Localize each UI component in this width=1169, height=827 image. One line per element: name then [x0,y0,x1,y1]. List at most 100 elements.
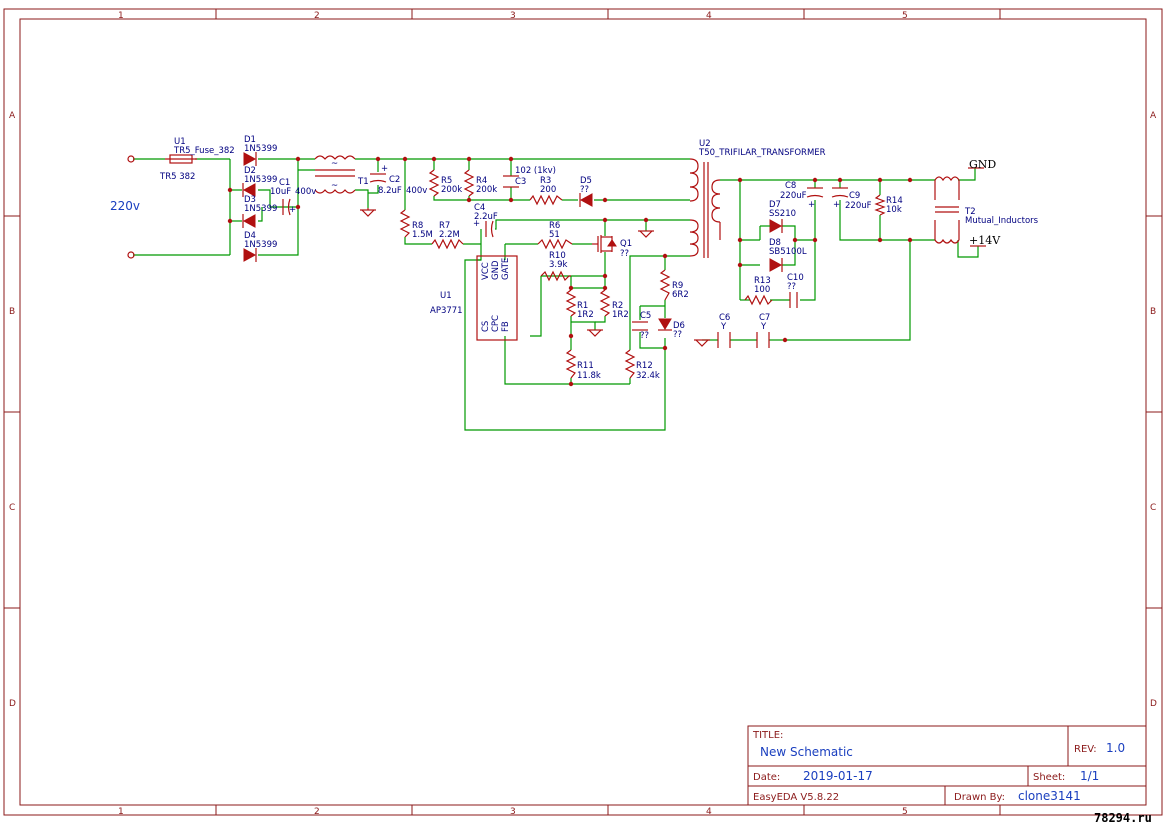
label-d5-val: ?? [580,185,589,195]
label-c1-val1: 10uF [270,187,291,197]
sheet-value: 1/1 [1080,769,1099,783]
label-r5-val: 200k [441,185,462,195]
label-r11-val: 11.8k [577,371,601,381]
label-c9-val: 220uF [845,201,872,211]
resistor-r4 [463,169,475,197]
label-d2: D2 [244,166,256,176]
label-d4-val: 1N5399 [244,240,277,250]
label-c4-val: 2.2uF [474,212,498,222]
label-r1-val: 1R2 [577,310,594,320]
diode-d2 [242,183,256,197]
label-c2: C2 [389,175,400,185]
label-c6-val: Y [720,322,727,332]
label-c10-val: ?? [787,282,796,292]
label-r4: R4 [476,176,487,186]
title-label: TITLE: [752,730,783,741]
zone-row-a: A [9,111,16,121]
capacitor-c9: + [831,187,849,210]
label-u2: U2 [699,139,711,149]
zone-markers: 1 2 3 4 5 1 2 3 4 5 A B C D A B C D [4,9,1162,817]
zone-col-3: 3 [510,11,516,21]
label-c6: C6 [719,313,730,323]
label-r12-val: 32.4k [636,371,660,381]
ic-pin-vcc: VCC [481,262,491,280]
diode-d6 [658,318,672,331]
diode-d8 [769,258,783,272]
zone-col-5-bottom: 5 [902,807,908,817]
label-t2: T2 [964,207,976,217]
label-c7: C7 [759,313,770,323]
label-r5: R5 [441,176,452,186]
capacitor-c1: + [282,198,296,216]
svg-text:+: + [808,200,815,210]
tool-version: EasyEDA V5.8.22 [753,792,839,803]
label-d5: D5 [580,176,592,186]
ic-pin-cpc: CPC [491,315,501,332]
label-r9: R9 [672,281,683,291]
label-d3: D3 [244,195,256,205]
label-r13: R13 [754,276,771,286]
svg-text:+: + [833,200,840,210]
label-220v: 220v [110,199,140,213]
label-r4-val: 200k [476,185,497,195]
zone-row-c-right: C [1150,503,1156,513]
ground-symbol-3 [587,329,603,337]
label-r6: R6 [549,221,560,231]
label-d2-val: 1N5399 [244,175,277,185]
ic-pin-cs: CS [481,321,491,332]
zone-col-2-bottom: 2 [314,807,320,817]
label-c2-val2: 400v [406,186,427,196]
label-d7: D7 [769,200,781,210]
sheet-label: Sheet: [1033,772,1065,783]
label-c10: C10 [787,273,804,283]
ground-symbol-4 [694,339,710,347]
ic-pin-fb: FB [501,321,511,332]
net-label-14v: +14V [969,234,1001,247]
label-d8-val: SB5100L [769,247,807,257]
label-d1: D1 [244,135,256,145]
label-c7-val: Y [760,322,767,332]
label-r2-val: 1R2 [612,310,629,320]
label-r11: R11 [577,361,594,371]
zone-row-d-right: D [1150,699,1157,709]
label-c5-val: ?? [640,331,649,341]
label-u1: U1 [440,291,452,301]
resistor-r5 [428,169,440,197]
common-mode-choke: ~ ~ [314,155,356,194]
label-r12: R12 [636,361,653,371]
label-d6: D6 [673,321,685,331]
label-c8: C8 [785,181,796,191]
title-value: New Schematic [760,745,853,759]
zone-row-c: C [9,503,15,513]
zone-col-1-bottom: 1 [118,807,124,817]
zone-col-2: 2 [314,11,320,21]
resistor-r9 [659,269,671,301]
net-label-gnd: GND [969,158,996,171]
input-terminal-l [127,155,135,163]
label-r14: R14 [886,196,903,206]
drawn-by-label: Drawn By: [954,792,1005,803]
label-c9: C9 [849,191,860,201]
capacitor-c3 [503,175,519,188]
label-c4: C4 [474,203,485,213]
label-r8-val: 1.5M [412,230,433,240]
resistor-r8 [399,209,411,238]
ic-pin-gate: GATE [501,258,511,280]
capacitor-c7 [756,332,770,348]
label-r10: R10 [549,251,566,261]
label-r14-val: 10k [886,205,902,215]
ic-u1-ap3771 [476,255,518,341]
label-u1-fuse: U1 [174,137,186,147]
label-c3-val: 102 (1kv) [515,166,556,176]
label-t2-val: Mutual_Inductors [965,216,1039,226]
label-c8-val: 220uF [780,191,807,201]
label-r2: R2 [612,301,623,311]
label-d1-val: 1N5399 [244,144,277,154]
resistor-r13 [744,294,773,306]
capacitor-c5 [632,321,648,331]
diode-d7 [759,219,783,240]
label-u2-val: T50_TRIFILAR_TRANSFORMER [698,148,826,158]
mosfet-q1 [592,235,617,253]
zone-col-3-bottom: 3 [510,807,516,817]
